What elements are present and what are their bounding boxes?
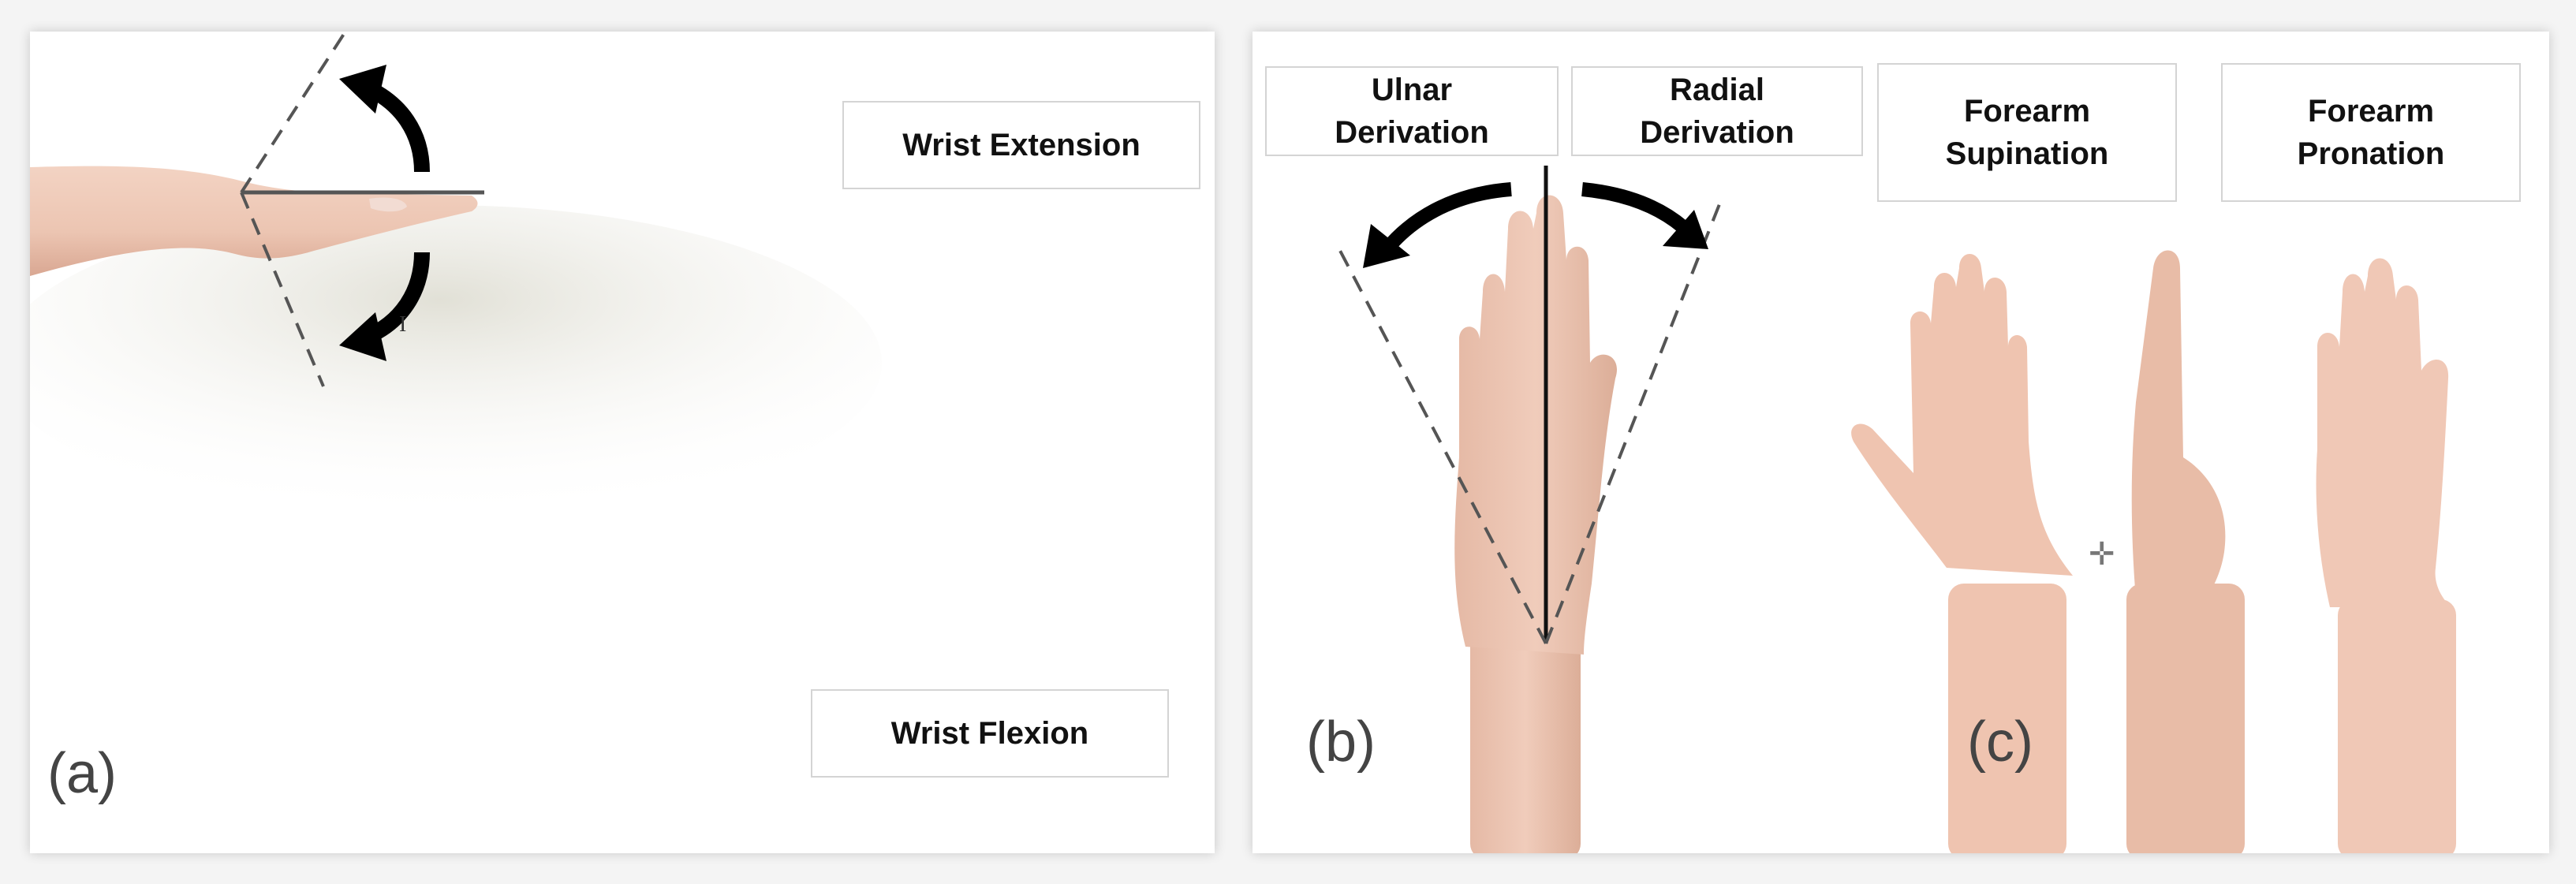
radial-arrow bbox=[1581, 182, 1708, 249]
arm-shadow bbox=[30, 205, 882, 520]
cursor-ibeam-icon: I bbox=[399, 312, 406, 337]
extension-arrow bbox=[339, 65, 430, 173]
deviation-hand bbox=[1454, 195, 1618, 853]
fingernail bbox=[369, 197, 407, 212]
ulnar-arrow bbox=[1363, 182, 1512, 268]
wrist-flexion-label: Wrist Flexion bbox=[811, 689, 1169, 778]
flexion-dashed-line bbox=[240, 192, 325, 387]
panel-bc-illustration: ✛ bbox=[1338, 166, 2456, 853]
panel-a-wrist-flexion-extension: I Wrist Extension Wrist Flexion (a) bbox=[30, 32, 1215, 853]
ulnar-dashed-line bbox=[1338, 248, 1547, 644]
cursor-move-icon: ✛ bbox=[2089, 536, 2115, 573]
radial-deviation-label: Radial Derivation bbox=[1571, 66, 1863, 156]
forearm-pronation-label: Forearm Pronation bbox=[2221, 63, 2521, 202]
panel-c-letter: (c) bbox=[1967, 711, 2033, 774]
panel-a-illustration: I bbox=[30, 32, 882, 520]
panel-b-letter: (b) bbox=[1306, 711, 1376, 774]
panel-a-letter: (a) bbox=[47, 742, 117, 805]
panel-bc-hand-motions: ✛ Ulnar Derivation Radial Derivation For… bbox=[1253, 32, 2549, 853]
flexion-arrow bbox=[339, 252, 430, 361]
neutral-side-hand bbox=[2126, 250, 2245, 853]
ulnar-deviation-label: Ulnar Derivation bbox=[1265, 66, 1559, 156]
supination-palm bbox=[1851, 254, 2073, 853]
radial-dashed-line bbox=[1544, 200, 1723, 644]
extension-dashed-line bbox=[240, 32, 347, 194]
wrist-extension-label: Wrist Extension bbox=[842, 101, 1200, 189]
pronation-hand bbox=[2316, 258, 2456, 853]
forearm-supination-label: Forearm Supination bbox=[1877, 63, 2177, 202]
